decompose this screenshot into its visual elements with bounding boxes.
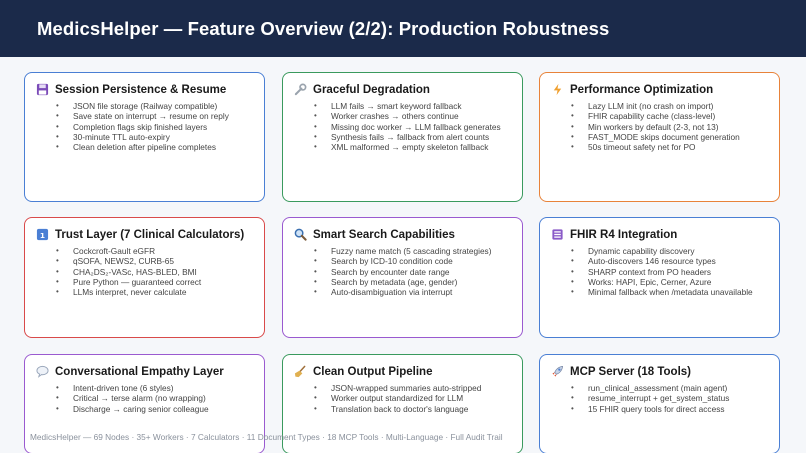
list-item: Worker output standardized for LLM xyxy=(314,393,512,404)
list-item: 50s timeout safety net for PO xyxy=(571,142,769,153)
list-item: Pure Python — guaranteed correct xyxy=(56,277,254,288)
broom-icon xyxy=(294,365,306,378)
list-item: Save state on interrupt → resume on repl… xyxy=(56,111,254,122)
card-title-text: Conversational Empathy Layer xyxy=(55,365,224,378)
list-item: Intent-driven tone (6 styles) xyxy=(56,383,254,394)
list-item: Dynamic capability discovery xyxy=(571,246,769,257)
list-item: resume_interrupt + get_system_status xyxy=(571,393,769,404)
list-item: CHA₂DS₂-VASc, HAS-BLED, BMI xyxy=(56,267,254,278)
calculator-icon: 1 xyxy=(36,228,49,241)
list-item: Minimal fallback when /metadata unavaila… xyxy=(571,287,769,298)
list-item: JSON-wrapped summaries auto-stripped xyxy=(314,383,512,394)
card-title-text: MCP Server (18 Tools) xyxy=(570,365,692,378)
list-item: FHIR capability cache (class-level) xyxy=(571,111,769,122)
list-item: Discharge → caring senior colleague xyxy=(56,404,254,415)
list-item: qSOFA, NEWS2, CURB-65 xyxy=(56,256,254,267)
list-item: Auto-disambiguation via interrupt xyxy=(314,287,512,298)
card-mcp-server: MCP Server (18 Tools) run_clinical_asses… xyxy=(539,354,780,453)
footer-summary: MedicsHelper — 69 Nodes · 35+ Workers · … xyxy=(30,432,503,442)
card-item-list: LLM fails → smart keyword fallback Worke… xyxy=(294,101,512,153)
card-title-text: Performance Optimization xyxy=(570,83,714,96)
card-item-list: Dynamic capability discovery Auto-discov… xyxy=(551,246,769,298)
list-item: XML malformed → empty skeleton fallback xyxy=(314,142,512,153)
list-item: Works: HAPI, Epic, Cerner, Azure xyxy=(571,277,769,288)
svg-text:1: 1 xyxy=(40,231,45,240)
list-item: Missing doc worker → LLM fallback genera… xyxy=(314,122,512,133)
page-title: MedicsHelper — Feature Overview (2/2): P… xyxy=(37,17,610,39)
card-item-list: JSON-wrapped summaries auto-stripped Wor… xyxy=(294,383,512,414)
list-item: JSON file storage (Railway compatible) xyxy=(56,101,254,112)
list-item: Completion flags skip finished layers xyxy=(56,122,254,133)
list-item: 15 FHIR query tools for direct access xyxy=(571,404,769,415)
list-item: Critical → terse alarm (no wrapping) xyxy=(56,393,254,404)
card-smart-search: Smart Search Capabilities Fuzzy name mat… xyxy=(282,217,523,338)
list-item: Search by encounter date range xyxy=(314,267,512,278)
card-performance-optimization: Performance Optimization Lazy LLM init (… xyxy=(539,72,780,202)
card-title-text: Smart Search Capabilities xyxy=(313,228,455,241)
list-item: Worker crashes → others continue xyxy=(314,111,512,122)
floppy-disk-icon xyxy=(36,83,49,96)
list-item: FAST_MODE skips document generation xyxy=(571,132,769,143)
list-item: Synthesis fails → fallback from alert co… xyxy=(314,132,512,143)
list-item: 30-minute TTL auto-expiry xyxy=(56,132,254,143)
list-item: Search by metadata (age, gender) xyxy=(314,277,512,288)
list-item: Min workers by default (2-3, not 13) xyxy=(571,122,769,133)
card-trust-layer: 1 Trust Layer (7 Clinical Calculators) C… xyxy=(24,217,265,338)
card-title-text: Graceful Degradation xyxy=(313,83,430,96)
magnifier-icon xyxy=(294,228,307,241)
card-clean-output: Clean Output Pipeline JSON-wrapped summa… xyxy=(282,354,523,453)
list-item: Search by ICD-10 condition code xyxy=(314,256,512,267)
card-conversational-empathy: Conversational Empathy Layer Intent-driv… xyxy=(24,354,265,453)
card-item-list: JSON file storage (Railway compatible) S… xyxy=(36,101,254,153)
card-title-text: FHIR R4 Integration xyxy=(570,228,678,241)
card-title-text: Trust Layer (7 Clinical Calculators) xyxy=(55,228,245,241)
card-item-list: Intent-driven tone (6 styles) Critical →… xyxy=(36,383,254,414)
card-item-list: Cockcroft-Gault eGFR qSOFA, NEWS2, CURB-… xyxy=(36,246,254,298)
card-item-list: Fuzzy name match (5 cascading strategies… xyxy=(294,246,512,298)
list-item: Translation back to doctor's language xyxy=(314,404,512,415)
database-icon xyxy=(552,229,563,240)
card-fhir-integration: FHIR R4 Integration Dynamic capability d… xyxy=(539,217,780,338)
card-item-list: run_clinical_assessment (main agent) res… xyxy=(551,383,769,414)
list-item: Cockcroft-Gault eGFR xyxy=(56,246,254,257)
card-session-persistence: Session Persistence & Resume JSON file s… xyxy=(24,72,265,202)
card-title-text: Session Persistence & Resume xyxy=(55,83,227,96)
list-item: Fuzzy name match (5 cascading strategies… xyxy=(314,246,512,257)
card-title-text: Clean Output Pipeline xyxy=(313,365,433,378)
list-item: SHARP context from PO headers xyxy=(571,267,769,278)
list-item: LLM fails → smart keyword fallback xyxy=(314,101,512,112)
wrench-icon xyxy=(294,83,307,96)
list-item: Clean deletion after pipeline completes xyxy=(56,142,254,153)
list-item: run_clinical_assessment (main agent) xyxy=(571,383,769,394)
lightning-icon xyxy=(553,83,562,96)
card-item-list: Lazy LLM init (no crash on import) FHIR … xyxy=(551,101,769,153)
list-item: Auto-discovers 146 resource types xyxy=(571,256,769,267)
header-bar: MedicsHelper — Feature Overview (2/2): P… xyxy=(0,0,806,57)
card-graceful-degradation: Graceful Degradation LLM fails → smart k… xyxy=(282,72,523,202)
list-item: Lazy LLM init (no crash on import) xyxy=(571,101,769,112)
rocket-icon xyxy=(552,365,564,377)
speech-bubble-icon xyxy=(36,365,49,378)
list-item: LLMs interpret, never calculate xyxy=(56,287,254,298)
